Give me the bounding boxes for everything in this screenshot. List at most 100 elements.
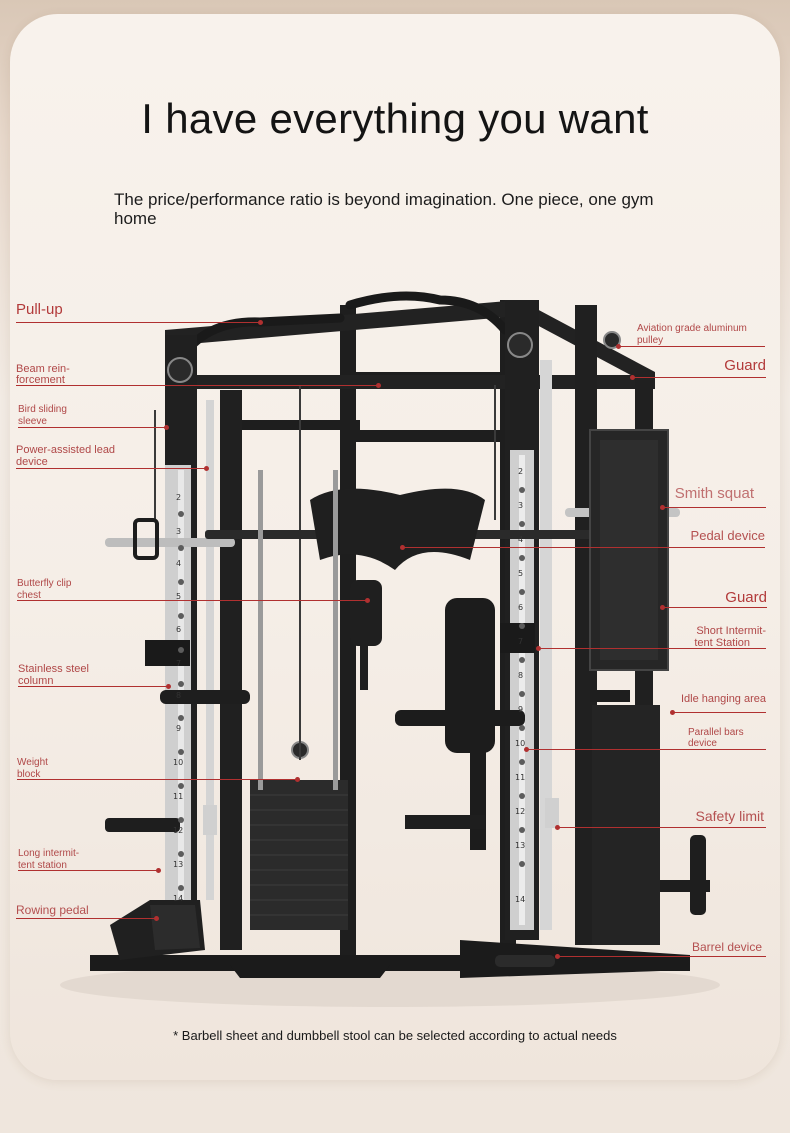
leader-dot bbox=[365, 598, 370, 603]
safety-springs bbox=[203, 798, 559, 835]
label-long-intermittent-station-1: Long intermit- bbox=[18, 848, 80, 859]
crossbars bbox=[105, 690, 710, 915]
leader-line bbox=[526, 749, 766, 750]
leader-dot bbox=[555, 825, 560, 830]
left-column-number: 9 bbox=[176, 724, 181, 733]
leader-dot bbox=[166, 684, 171, 689]
leader-line bbox=[672, 712, 766, 713]
left-column-number: 11 bbox=[173, 792, 183, 801]
leader-dot bbox=[616, 344, 621, 349]
leader-line bbox=[17, 600, 367, 601]
label-bird-sliding-sleeve-1: Bird sliding bbox=[18, 404, 67, 415]
label-parallel-bars-device-1: Parallel bars bbox=[688, 727, 744, 738]
base bbox=[90, 940, 690, 978]
label-weight-block-1: Weight bbox=[17, 757, 48, 768]
right-column-number: 9 bbox=[518, 705, 523, 714]
leader-line bbox=[662, 507, 766, 508]
label-guard-mid: Guard bbox=[725, 589, 767, 606]
page-title: I have everything you want bbox=[141, 95, 649, 142]
footnote: * Barbell sheet and dumbbell stool can b… bbox=[173, 1028, 617, 1043]
left-column-number: 12 bbox=[173, 826, 183, 835]
leader-dot bbox=[376, 383, 381, 388]
label-aviation-pulley-1: Aviation grade aluminum bbox=[637, 323, 747, 334]
leader-dot bbox=[258, 320, 263, 325]
label-long-intermittent-station-2: tent station bbox=[18, 860, 67, 871]
leader-line bbox=[18, 870, 158, 871]
label-butterfly-clip-chest-2: chest bbox=[17, 590, 41, 601]
leader-dot bbox=[670, 710, 675, 715]
right-column-number: 5 bbox=[518, 569, 523, 578]
label-weight-block-2: block bbox=[17, 769, 41, 780]
label-stainless-steel-column-1: Stainless steel bbox=[18, 663, 89, 675]
label-short-intermittent-station-2: tent Station bbox=[694, 637, 750, 649]
leader-dot bbox=[400, 545, 405, 550]
cable-handle-bar bbox=[105, 518, 235, 560]
leader-dot bbox=[156, 868, 161, 873]
right-column-number: 13 bbox=[515, 841, 525, 850]
left-column-number: 3 bbox=[176, 527, 181, 536]
side-panel bbox=[589, 429, 669, 945]
label-short-intermittent-station-1: Short Intermit- bbox=[696, 625, 766, 637]
right-column-number: 6 bbox=[518, 603, 523, 612]
weight-stack bbox=[250, 470, 348, 930]
left-column-number: 2 bbox=[176, 493, 181, 502]
page-subtitle: The price/performance ratio is beyond im… bbox=[114, 190, 654, 228]
label-stainless-steel-column-2: column bbox=[18, 675, 54, 687]
leader-dot bbox=[660, 605, 665, 610]
leader-dot bbox=[204, 466, 209, 471]
label-aviation-pulley-2: pulley bbox=[637, 335, 664, 346]
left-column-number: 4 bbox=[176, 559, 181, 568]
leader-line bbox=[17, 779, 297, 780]
leader-dot bbox=[154, 916, 159, 921]
label-rowing-pedal: Rowing pedal bbox=[16, 903, 89, 917]
label-smith-squat: Smith squat bbox=[674, 485, 754, 502]
leader-line bbox=[18, 686, 168, 687]
leader-line bbox=[538, 648, 766, 649]
left-column-number: 6 bbox=[176, 625, 181, 634]
label-parallel-bars-device-2: device bbox=[688, 738, 717, 749]
leader-dot bbox=[660, 505, 665, 510]
label-safety-limit: Safety limit bbox=[695, 808, 764, 824]
right-column-number: 7 bbox=[518, 637, 523, 646]
right-column-number: 12 bbox=[515, 807, 525, 816]
right-column-number: 8 bbox=[518, 671, 523, 680]
label-power-assisted-lead-1: Power-assisted lead bbox=[16, 444, 116, 456]
leader-dot bbox=[164, 425, 169, 430]
leader-line bbox=[16, 385, 378, 386]
leader-line bbox=[618, 346, 765, 347]
right-column-number: 11 bbox=[515, 773, 525, 782]
leader-dot bbox=[524, 747, 529, 752]
leader-line bbox=[16, 918, 156, 919]
right-column-number: 3 bbox=[518, 501, 523, 510]
left-column-number: 13 bbox=[173, 860, 183, 869]
label-beam-reinforcement-1: Beam rein- bbox=[16, 363, 70, 375]
leader-dot bbox=[536, 646, 541, 651]
j-hooks bbox=[145, 623, 535, 666]
left-column-number: 5 bbox=[176, 592, 181, 601]
left-column-number: 10 bbox=[173, 758, 183, 767]
leader-dot bbox=[630, 375, 635, 380]
leader-dot bbox=[295, 777, 300, 782]
leader-line bbox=[16, 468, 206, 469]
label-beam-reinforcement-2: forcement bbox=[16, 374, 65, 386]
right-column-number: 10 bbox=[515, 739, 525, 748]
rowing-pedal bbox=[110, 900, 205, 960]
leader-line bbox=[16, 322, 260, 323]
label-butterfly-clip-chest-1: Butterfly clip bbox=[17, 578, 72, 589]
label-idle-hanging-area: Idle hanging area bbox=[680, 693, 766, 705]
right-column-number: 14 bbox=[515, 895, 525, 904]
column-holes bbox=[178, 487, 525, 891]
leader-line bbox=[402, 547, 765, 548]
label-pull-up: Pull-up bbox=[16, 301, 63, 318]
leader-line bbox=[557, 827, 766, 828]
right-column-number: 4 bbox=[518, 535, 523, 544]
label-barrel-device: Barrel device bbox=[691, 940, 762, 954]
label-power-assisted-lead-2: device bbox=[16, 456, 48, 468]
leader-line bbox=[18, 427, 166, 428]
left-column-number: 14 bbox=[173, 894, 183, 903]
right-column-number: 2 bbox=[518, 467, 523, 476]
butterfly-pads bbox=[310, 488, 485, 690]
left-column-number: 8 bbox=[176, 691, 181, 700]
leader-line bbox=[557, 956, 766, 957]
